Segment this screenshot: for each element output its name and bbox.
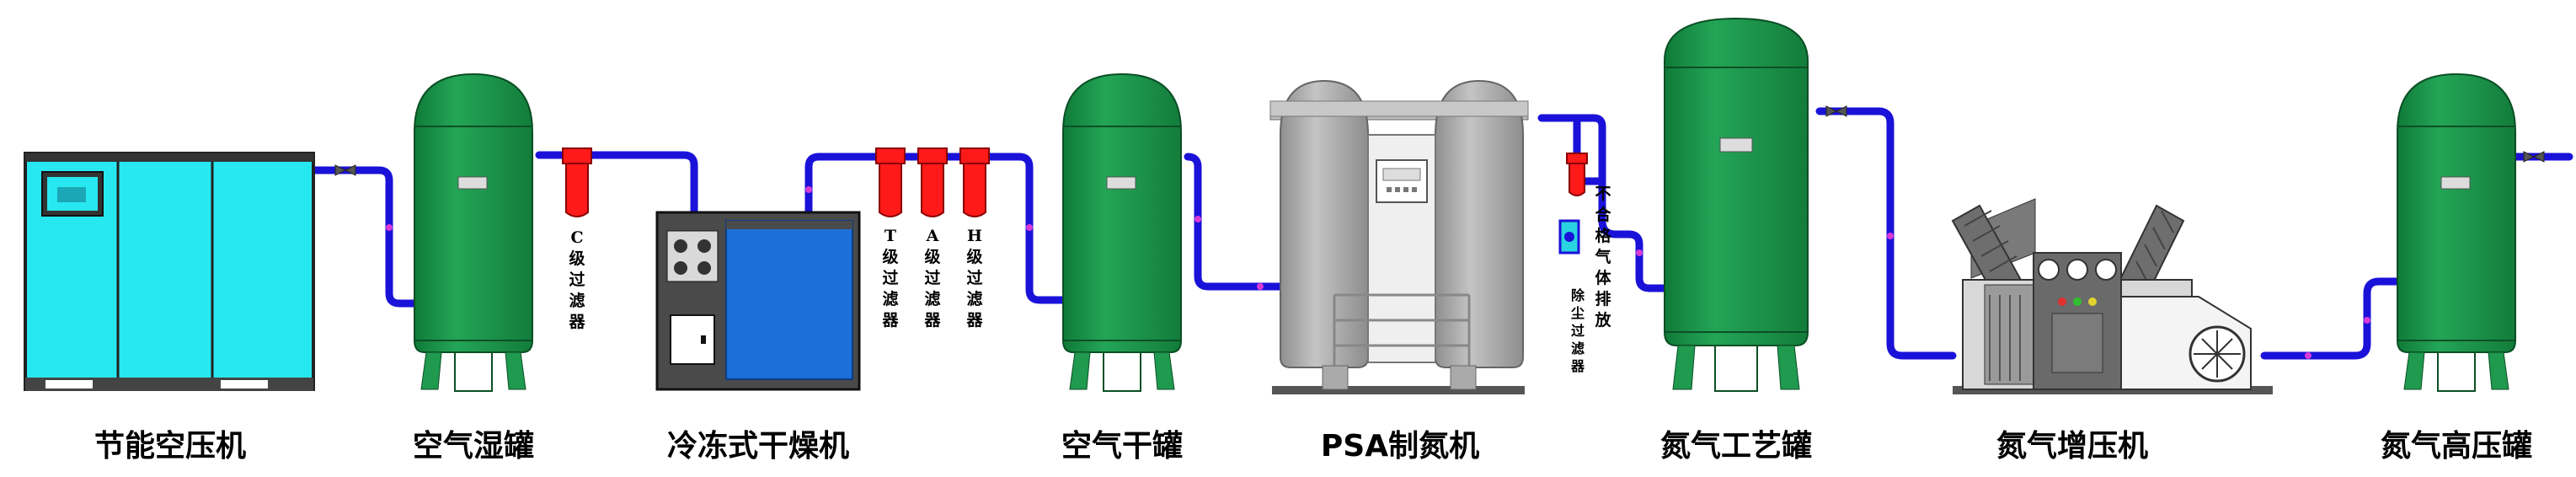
pipe-wet-tank-to-dryer [535, 151, 698, 217]
vent-device [1558, 219, 1580, 255]
filter-dust [1566, 153, 1588, 196]
label-compressor: 节能空压机 [94, 429, 247, 464]
air-compressor [24, 152, 315, 391]
pipe-compressor-to-wet-tank [309, 166, 425, 308]
label-booster: 氮气增压机 [1996, 429, 2149, 464]
label-wet-tank: 空气湿罐 [412, 429, 535, 464]
high-pressure-tank [2397, 72, 2516, 392]
filter-a-label: A级过滤器 [924, 227, 941, 330]
filter-h [959, 147, 990, 217]
filter-dust-label: 除尘过滤器 [1570, 287, 1585, 374]
process-tank [1664, 17, 1809, 392]
filter-c [562, 147, 592, 217]
label-hp-tank: 氮气高压罐 [2380, 429, 2533, 464]
filter-t-label: T级过滤器 [882, 227, 899, 330]
filter-t [875, 147, 906, 217]
filter-c-label: C级过滤器 [569, 228, 585, 331]
psa-generator [1269, 79, 1529, 394]
pipe-dryer-to-filters [804, 153, 1067, 304]
label-dryer: 冷冻式干燥机 [666, 429, 850, 464]
pipe-dry-tank-to-psa [1184, 153, 1308, 291]
pipe-psa-to-process-tank [1537, 114, 1697, 292]
nitrogen-booster [1951, 198, 2273, 394]
label-dry-tank: 空气干罐 [1061, 429, 1184, 464]
wet-tank [414, 72, 533, 392]
label-process-tank: 氮气工艺罐 [1659, 429, 1813, 464]
filter-h-label: H级过滤器 [966, 227, 983, 330]
valves [334, 105, 2545, 176]
vent-label: 不合格气体排放 [1595, 185, 1611, 330]
dry-tank [1062, 72, 1182, 392]
label-psa: PSA制氮机 [1320, 429, 1480, 464]
filter-a [917, 147, 948, 217]
filters [562, 147, 1588, 217]
refrigerated-dryer [655, 211, 861, 391]
